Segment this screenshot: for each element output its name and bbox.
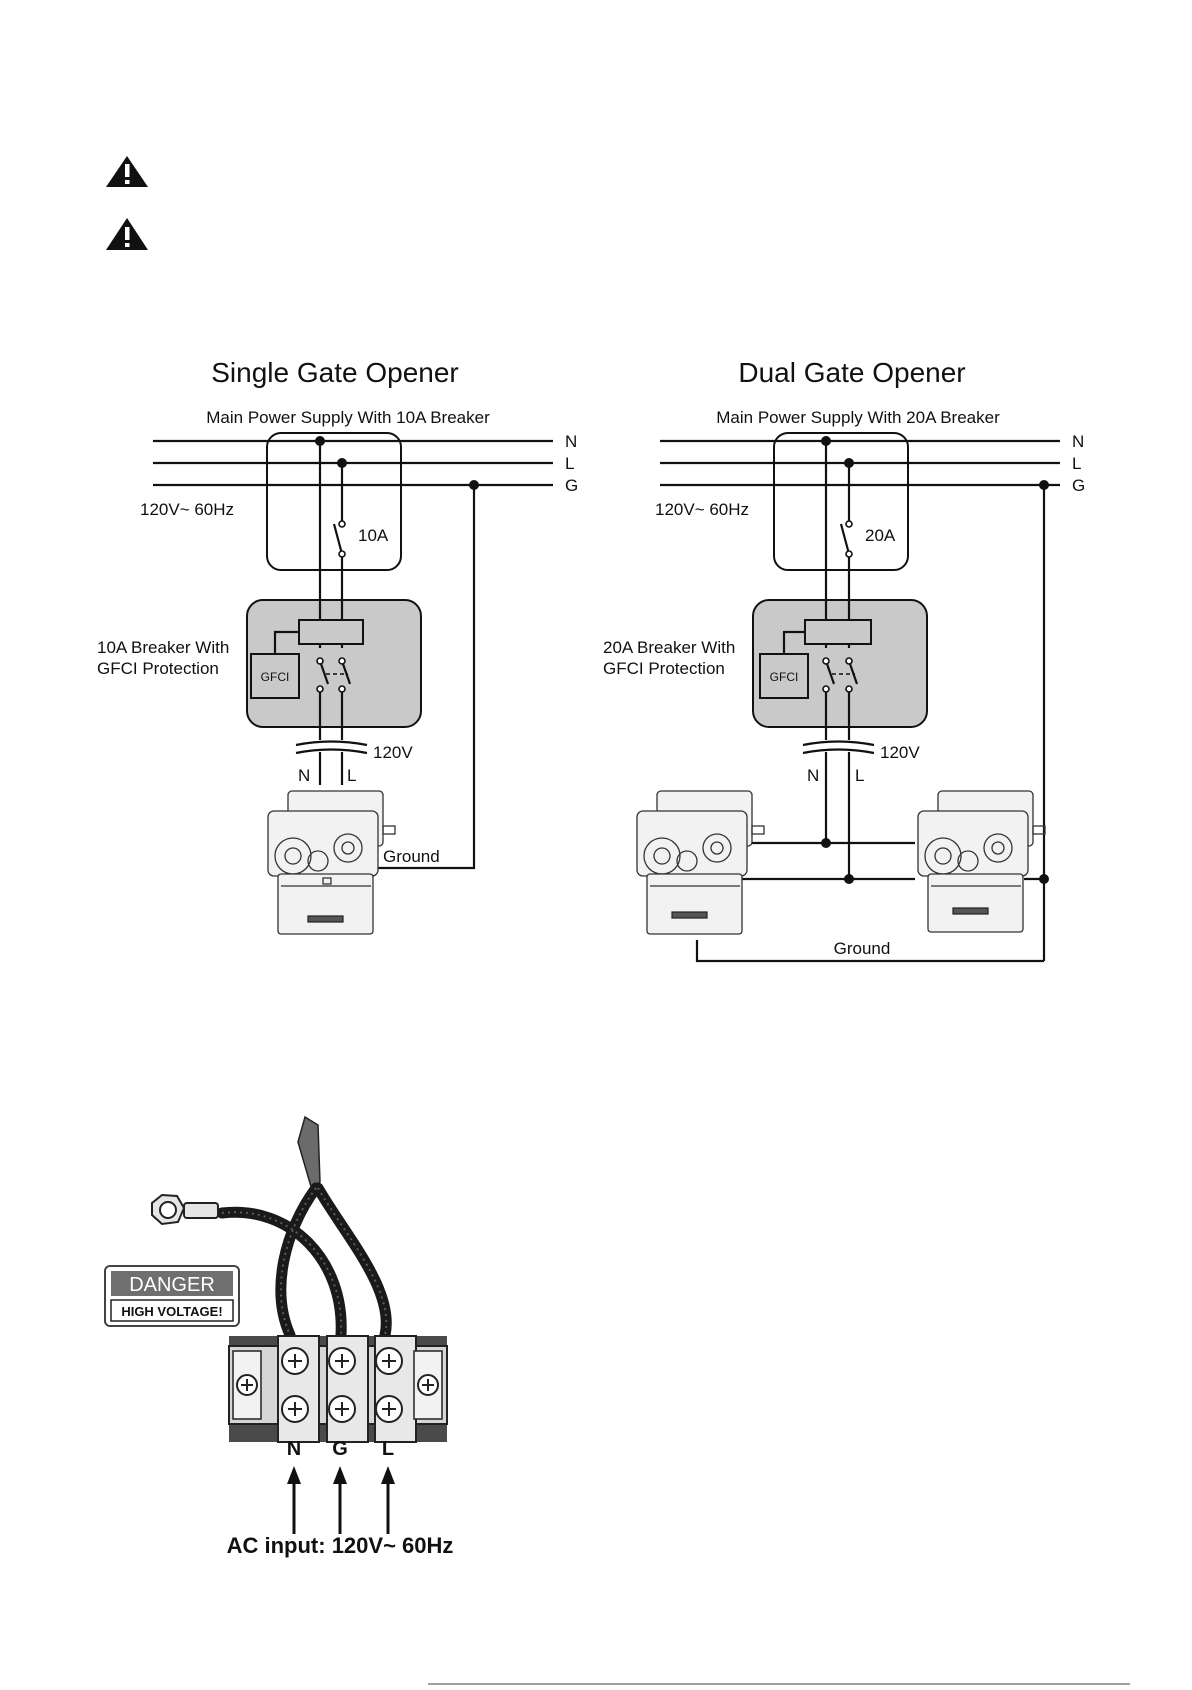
terminal-wiring-illustration: DANGER HIGH VOLTAGE! N G L AC input: [104, 1115, 454, 1558]
breaker-rating: 20A [865, 526, 896, 545]
gfci-text: GFCI [261, 670, 290, 684]
switch-contact [338, 520, 346, 528]
main-breaker-box [266, 432, 402, 571]
out-l: L [855, 766, 864, 785]
main-breaker-box [773, 432, 909, 571]
screw-icon [281, 1395, 309, 1423]
ground-label: Ground [834, 939, 891, 958]
gfci-desc-line1: 10A Breaker With [97, 638, 229, 657]
junction-dot [337, 458, 347, 468]
terminal-g-label: G [332, 1438, 348, 1460]
switch-blade [332, 523, 344, 555]
bus-g-label: G [1072, 476, 1085, 495]
gate-opener-motor-right [917, 790, 1046, 933]
gfci-text: GFCI [770, 670, 799, 684]
screw-icon [375, 1395, 403, 1423]
out-n: N [298, 766, 310, 785]
gfci-module [250, 653, 300, 699]
arrow-up-icon [381, 1466, 395, 1534]
screw-icon [417, 1374, 439, 1396]
gate-opener-motor [267, 790, 396, 935]
ground-lug [151, 1193, 219, 1226]
single-supply-label: Main Power Supply With 10A Breaker [206, 408, 490, 427]
danger-text: DANGER [129, 1274, 215, 1296]
bus-n-label: N [1072, 432, 1084, 451]
bus-l-label: L [1072, 454, 1081, 473]
ac-input-label: AC input: 120V~ 60Hz [227, 1533, 454, 1558]
gfci-desc-line2: GFCI Protection [603, 659, 725, 678]
gate-opener-motor-left [636, 790, 765, 935]
warning-icon [106, 218, 148, 250]
dual-supply-label: Main Power Supply With 20A Breaker [716, 408, 1000, 427]
gfci-desc-line1: 20A Breaker With [603, 638, 735, 657]
gfci-link [273, 630, 299, 654]
ground-label: Ground [383, 847, 440, 866]
cable-sheath [297, 1115, 321, 1192]
terminal-l-label: L [382, 1438, 394, 1460]
bus-g-label: G [565, 476, 578, 495]
single-title: Single Gate Opener [211, 357, 459, 388]
voltage-label: 120V~ 60Hz [655, 500, 749, 519]
screw-icon [375, 1347, 403, 1375]
cable-break [295, 740, 368, 747]
terminal-n-label: N [287, 1438, 301, 1460]
switch-contact [338, 550, 346, 558]
trip-coil [298, 619, 364, 645]
ground-wire [378, 485, 476, 870]
bus-n-label: N [565, 432, 577, 451]
screw-icon [281, 1347, 309, 1375]
danger-sticker: DANGER HIGH VOLTAGE! [104, 1265, 240, 1327]
bus-l-label: L [565, 454, 574, 473]
voltage-label: 120V~ 60Hz [140, 500, 234, 519]
dual-title: Dual Gate Opener [738, 357, 965, 388]
junction-dot [315, 436, 325, 446]
ground-return [695, 940, 1044, 963]
screw-icon [236, 1374, 258, 1396]
out-voltage: 120V [373, 743, 413, 762]
dual-gate-diagram: Dual Gate Opener Main Power Supply With … [603, 357, 1085, 963]
out-voltage: 120V [880, 743, 920, 762]
high-voltage-text: HIGH VOLTAGE! [121, 1304, 222, 1319]
out-n: N [807, 766, 819, 785]
out-l: L [347, 766, 356, 785]
single-gate-diagram: Single Gate Opener Main Power Supply Wit… [97, 357, 578, 935]
warning-icon [106, 156, 148, 187]
wire-l [312, 1182, 392, 1341]
gfci-desc-line2: GFCI Protection [97, 659, 219, 678]
breaker-rating: 10A [358, 526, 389, 545]
arrow-up-icon [333, 1466, 347, 1534]
screw-icon [328, 1395, 356, 1423]
screw-icon [328, 1347, 356, 1375]
arrow-up-icon [287, 1466, 301, 1534]
wire-n [275, 1182, 322, 1341]
